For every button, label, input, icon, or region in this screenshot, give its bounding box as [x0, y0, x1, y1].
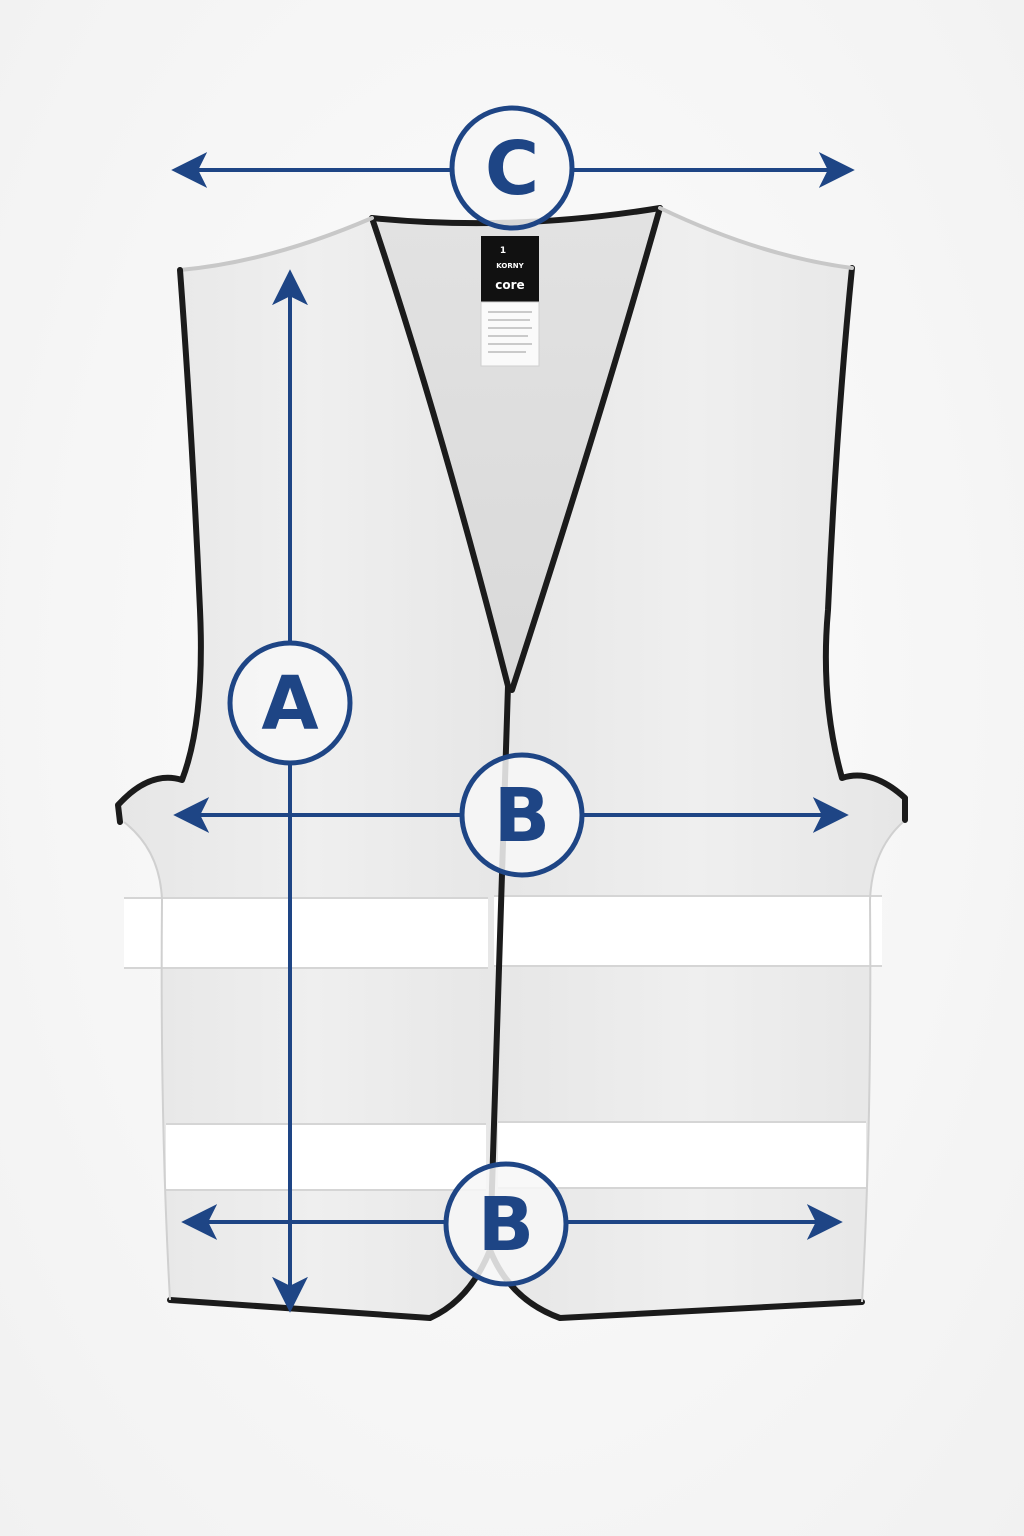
label-size-mark: 1 [500, 246, 506, 256]
dimension-marker-c: C [449, 105, 575, 231]
dimension-marker-b-chest-letter: B [494, 773, 550, 859]
dimension-marker-b-hem: B [443, 1161, 569, 1287]
dimension-marker-a-letter: A [261, 661, 318, 747]
vest-inner-back [376, 208, 660, 700]
dimension-marker-b-chest: B [459, 752, 585, 878]
reflective-stripe-lower-left [166, 1124, 486, 1190]
reflective-stripe-upper-left [124, 898, 488, 968]
neck-label: 1 KORNY core [480, 236, 540, 367]
reflective-stripe-lower-right [498, 1122, 866, 1188]
label-brand: KORNY [496, 262, 524, 270]
vest-binding-trim [115, 205, 908, 1321]
vest-right-panel [490, 208, 905, 1318]
reflective-stripe-upper-right [494, 896, 882, 966]
vest-left-panel [118, 218, 510, 1318]
dimension-marker-b-hem-letter: B [478, 1182, 534, 1268]
dimension-marker-a: A [227, 640, 353, 766]
vest: 1 KORNY core [115, 205, 908, 1321]
label-product: core [495, 278, 524, 292]
dimension-marker-c-letter: C [485, 126, 539, 212]
measurement-overlay [171, 152, 855, 1313]
